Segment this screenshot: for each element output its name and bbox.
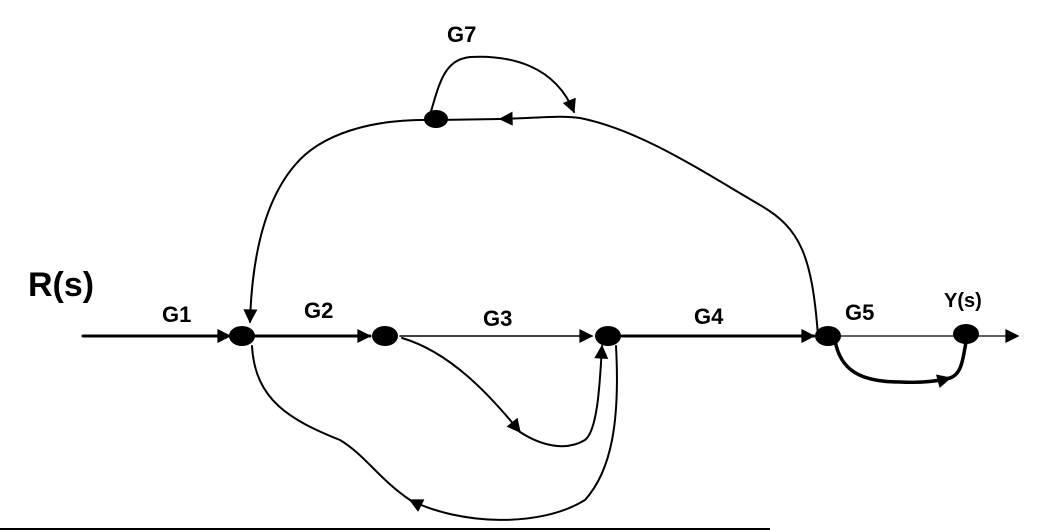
gain-label-g7: G7 bbox=[447, 22, 476, 47]
node-4 bbox=[595, 326, 621, 346]
bypass-branch-b bbox=[948, 340, 968, 380]
gain-label-g5: G5 bbox=[845, 300, 874, 325]
feedforward-branch-lower-a bbox=[401, 337, 521, 434]
gain-label-g2: G2 bbox=[304, 298, 333, 323]
bypass-branch-a bbox=[833, 338, 952, 389]
node-3 bbox=[372, 326, 398, 346]
feedback-branch-lower-right bbox=[408, 345, 618, 521]
gain-label-g1: G1 bbox=[162, 302, 191, 327]
branch-g7-loop bbox=[429, 55, 576, 116]
node-g7 bbox=[424, 110, 448, 128]
node-2 bbox=[229, 326, 255, 346]
output-label: Y(s) bbox=[944, 290, 982, 312]
input-label: R(s) bbox=[28, 266, 94, 304]
feedback-branch-upper-left bbox=[243, 118, 501, 324]
page-bottom-rule bbox=[0, 528, 770, 530]
gain-label-g4: G4 bbox=[694, 304, 724, 329]
feedforward-branch-lower-b bbox=[519, 344, 609, 448]
feedback-branch-upper-right bbox=[498, 111, 819, 337]
gain-label-g3: G3 bbox=[483, 306, 512, 331]
node-output bbox=[953, 324, 979, 344]
feedback-branch-lower-left bbox=[251, 345, 411, 501]
node-5 bbox=[815, 326, 841, 346]
